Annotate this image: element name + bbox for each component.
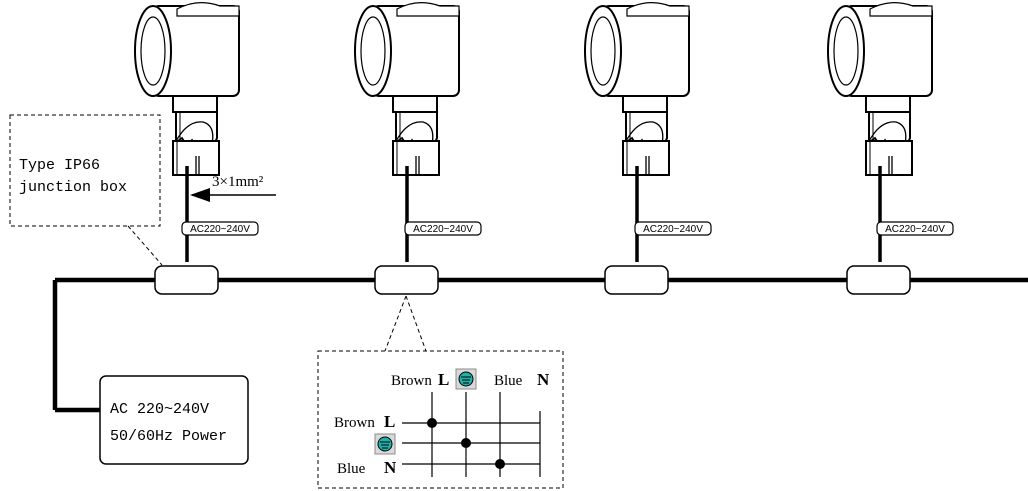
ground-icon-top xyxy=(455,368,477,390)
power-supply-label-line2: 50/60Hz Power xyxy=(110,428,227,445)
voltage-tag-3: AC220~240V xyxy=(634,221,712,236)
wiring-left-brown-label: Brown xyxy=(334,415,375,431)
spotlight-fixture-4 xyxy=(827,1,933,177)
power-supply: AC 220~240V 50/60Hz Power xyxy=(99,375,249,465)
wiring-top-blue-label: Blue xyxy=(494,373,523,389)
voltage-tag-4-text: AC220~240V xyxy=(885,224,945,235)
junction-dot-l xyxy=(427,418,437,428)
wiring-detail-leader-right xyxy=(405,295,427,352)
junction-box-3 xyxy=(604,265,669,295)
junction-box-1 xyxy=(154,265,219,295)
junction-box-callout: Type IP66 junction box xyxy=(9,114,163,266)
junction-box-callout-frame xyxy=(9,114,161,227)
junction-box-4 xyxy=(846,265,911,295)
wiring-detail-frame xyxy=(317,350,564,489)
junction-dot-ground xyxy=(461,438,471,448)
wiring-left-n-label: N xyxy=(384,458,397,477)
voltage-tag-4: AC220~240V xyxy=(876,221,954,236)
cable-spec-label: 3×1mm² xyxy=(212,174,264,190)
voltage-tag-2-text: AC220~240V xyxy=(413,224,473,235)
wiring-left-blue-label: Blue xyxy=(337,461,366,477)
wiring-top-n-label: N xyxy=(537,370,550,389)
cable-spec-arrowhead xyxy=(190,188,210,202)
spotlight-fixture-2 xyxy=(354,1,460,177)
wiring-detail-leader-left xyxy=(384,295,407,352)
cable-spec-callout: 3×1mm² xyxy=(190,174,276,202)
junction-box-callout-leader xyxy=(127,225,163,266)
wiring-detail: Brown L Blue N Brown L Blue N xyxy=(317,295,564,489)
voltage-tag-3-text: AC220~240V xyxy=(643,224,703,235)
spotlight-fixture-1 xyxy=(134,1,240,177)
junction-dot-n xyxy=(495,459,505,469)
wiring-top-l-label: L xyxy=(438,370,449,389)
junction-box-2 xyxy=(374,265,439,295)
spotlight-fixture-3 xyxy=(584,1,690,177)
ground-icon-left xyxy=(374,433,396,455)
junction-box-label-line2: junction box xyxy=(19,179,127,196)
voltage-tag-1: AC220~240V xyxy=(181,221,259,236)
wiring-left-l-label: L xyxy=(384,412,395,431)
power-supply-box xyxy=(99,375,249,465)
power-supply-label-line1: AC 220~240V xyxy=(110,401,209,418)
wiring-top-brown-label: Brown xyxy=(391,373,432,389)
junction-box-label-line1: Type IP66 xyxy=(19,157,100,174)
voltage-tag-2: AC220~240V xyxy=(404,221,482,236)
voltage-tag-1-text: AC220~240V xyxy=(190,224,250,235)
